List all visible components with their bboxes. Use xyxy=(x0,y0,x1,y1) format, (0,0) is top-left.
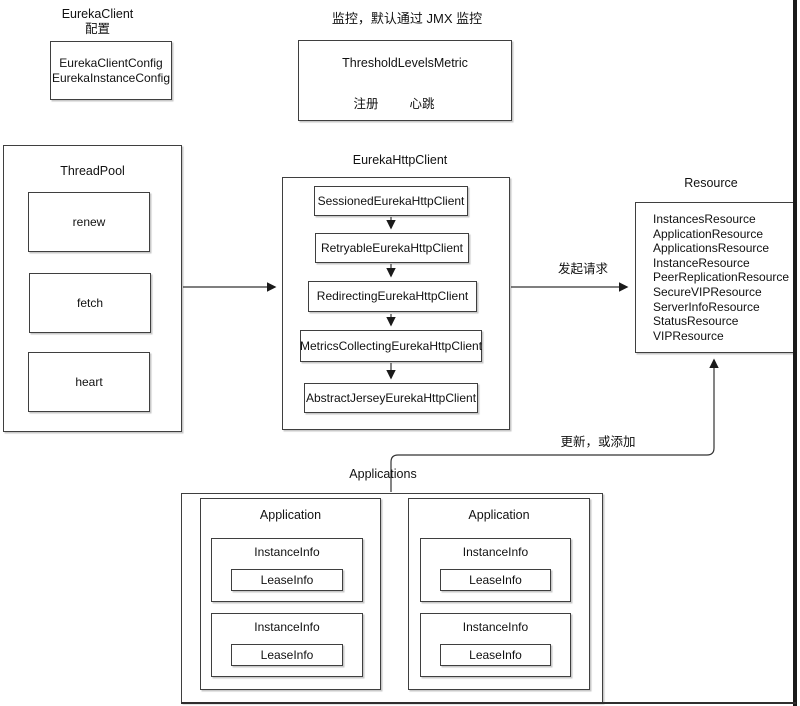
lease-info-box: LeaseInfo xyxy=(231,569,343,591)
applications-title: Applications xyxy=(349,467,417,481)
resource-item: ServerInfoResource xyxy=(653,299,760,314)
lease-info-box: LeaseInfo xyxy=(440,569,551,591)
application-title: Application xyxy=(259,508,322,522)
eureka-client-label: EurekaClient 配置 xyxy=(30,7,165,37)
fetch-task-box: fetch xyxy=(29,273,151,333)
lease-info-box: LeaseInfo xyxy=(440,644,551,666)
window-right-edge xyxy=(793,0,797,706)
heart-task-box: heart xyxy=(28,352,150,412)
resource-item: ApplicationsResource xyxy=(653,241,770,256)
metrics-collecting-eureka-http-client-box: MetricsCollectingEurekaHttpClient xyxy=(300,330,482,362)
resource-item: PeerReplicationResource xyxy=(653,270,790,285)
window-bottom-edge xyxy=(181,702,796,704)
abstract-jersey-eureka-http-client-box: AbstractJerseyEurekaHttpClient xyxy=(304,383,478,413)
metric-title: ThresholdLevelsMetric xyxy=(342,56,468,70)
lease-info-box: LeaseInfo xyxy=(231,644,343,666)
resource-item: SecureVIPResource xyxy=(653,284,762,299)
resource-list: InstancesResource ApplicationResource Ap… xyxy=(636,203,794,343)
metric-item-register: 注册 xyxy=(353,97,379,111)
update-edge-label: 更新，或添加 xyxy=(560,435,636,449)
instance-info-title: InstanceInfo xyxy=(462,620,529,634)
instance-info-title: InstanceInfo xyxy=(254,620,320,634)
metric-item-heartbeat: 心跳 xyxy=(409,97,435,111)
resource-item: InstancesResource xyxy=(653,212,756,226)
metric-items: 注册 心跳 xyxy=(288,93,500,112)
eureka-instance-config-text: EurekaInstanceConfig xyxy=(51,70,171,85)
resource-item: InstanceResource xyxy=(653,255,750,270)
resource-item: VIPResource xyxy=(653,328,724,343)
threadpool-title: ThreadPool xyxy=(60,164,125,178)
application-title: Application xyxy=(468,508,530,522)
monitoring-label: 监控，默认通过 JMX 监控 xyxy=(331,11,483,26)
sessioned-eureka-http-client-box: SessionedEurekaHttpClient xyxy=(314,186,468,216)
instance-info-title: InstanceInfo xyxy=(254,545,320,559)
eureka-config-box: EurekaClientConfig EurekaInstanceConfig xyxy=(50,41,172,100)
retryable-eureka-http-client-box: RetryableEurekaHttpClient xyxy=(315,233,469,263)
eureka-client-label-line2: 配置 xyxy=(84,22,110,36)
eureka-client-config-text: EurekaClientConfig xyxy=(59,55,163,70)
eureka-http-client-title: EurekaHttpClient xyxy=(352,153,448,167)
request-edge-label: 发起请求 xyxy=(557,262,608,276)
redirecting-eureka-http-client-box: RedirectingEurekaHttpClient xyxy=(308,281,477,312)
threshold-levels-metric-box: ThresholdLevelsMetric 注册 心跳 xyxy=(298,40,512,121)
instance-info-title: InstanceInfo xyxy=(462,545,529,559)
resource-item: StatusResource xyxy=(653,314,739,329)
resource-title: Resource xyxy=(684,176,738,190)
resource-item: ApplicationResource xyxy=(653,226,764,241)
eureka-client-label-line1: EurekaClient xyxy=(61,7,134,21)
resource-box: InstancesResource ApplicationResource Ap… xyxy=(635,202,795,353)
renew-task-box: renew xyxy=(28,192,150,252)
